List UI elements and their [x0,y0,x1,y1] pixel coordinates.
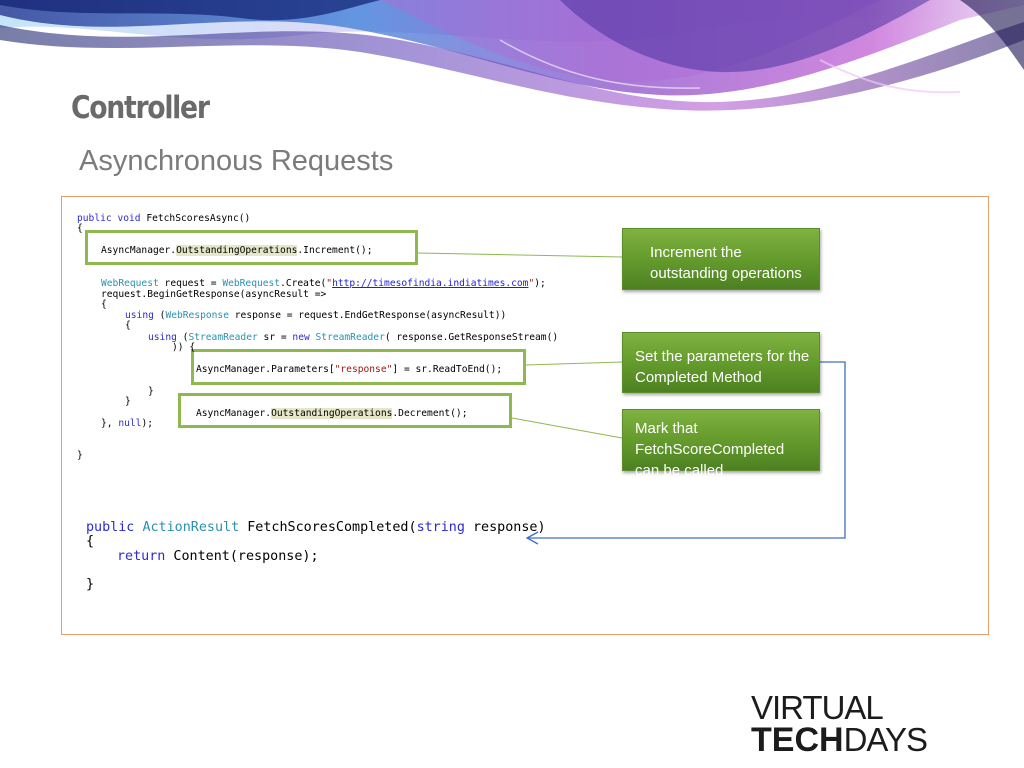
code-frame [61,196,989,635]
callout-mark-completed: Mark that FetchScoreCompleted can be cal… [622,409,820,479]
virtual-techdays-logo: VIRTUAL TECHDAYS [751,688,928,759]
code-url-link: http://timesofindia.indiatimes.com [332,278,529,289]
increment-highlight-box [85,230,418,265]
code-line: return Content(response); [117,549,319,564]
decrement-highlight-box [178,393,512,428]
code-line: { [77,223,83,234]
header-banner-artwork [0,0,1024,115]
callout-parameters: Set the parameters for the Completed Met… [622,332,820,393]
slide-subtitle: Asynchronous Requests [79,145,394,177]
code-line: WebRequest request = WebRequest.Create("… [101,278,546,289]
code-line: } [77,450,83,461]
code-line: AsyncManager.OutstandingOperations.Incre… [101,245,373,256]
code-line: } [125,396,131,407]
code-line: } [148,386,154,397]
code-line: AsyncManager.OutstandingOperations.Decre… [196,408,468,419]
code-line: public void FetchScoresAsync() [77,213,251,224]
code-line: { [101,299,107,310]
code-line: using (WebResponse response = request.En… [125,310,507,321]
slide-title: Controller [71,90,210,126]
code-line: using (StreamReader sr = new StreamReade… [148,332,559,343]
code-line: } [86,577,95,592]
code-line: { [86,534,95,549]
parameters-highlight-box [191,349,526,385]
code-line: { [125,320,131,331]
code-line: request.BeginGetResponse(asyncResult => [101,289,327,300]
callout-increment: Increment the outstanding operations [622,228,820,290]
code-line: }, null); [101,418,153,429]
code-line: public ActionResult FetchScoresCompleted… [86,520,546,535]
code-line: )) { [172,342,196,353]
code-line: AsyncManager.Parameters["response"] = sr… [196,364,503,375]
